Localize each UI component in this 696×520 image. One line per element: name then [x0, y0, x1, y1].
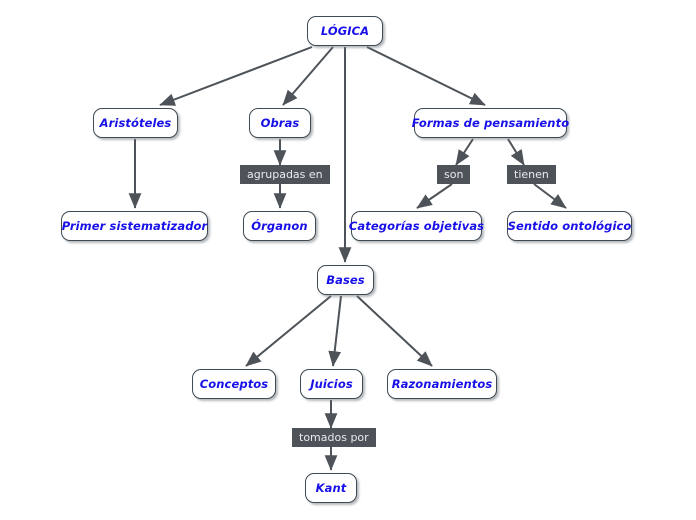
edge-bases-conceptos [245, 295, 332, 367]
node-organon[interactable]: Órganon [243, 211, 316, 241]
edge-bases-razonamientos [356, 295, 433, 367]
node-formas-de-pensamiento[interactable]: Formas de pensamiento [412, 108, 569, 138]
edge-bases-juicios [328, 295, 342, 367]
node-primer-sistematizador[interactable]: Primer sistematizador [61, 211, 208, 241]
edge-logica-obras [282, 46, 334, 106]
node-categorias-objetivas[interactable]: Categorías objetivas [349, 211, 484, 241]
node-obras[interactable]: Obras [249, 108, 311, 138]
node-sentido-ontologico[interactable]: Sentido ontológico [507, 211, 632, 241]
edge-logica-formas [366, 46, 486, 106]
node-aristoteles[interactable]: Aristóteles [93, 108, 178, 138]
edge-formas-label-tienen [507, 138, 525, 166]
edge-label-tienen-sentido [533, 183, 567, 209]
edge-label-agrupadas-en[interactable]: agrupadas en [240, 165, 330, 184]
edge-label-son[interactable]: son [437, 165, 471, 184]
node-razonamientos[interactable]: Razonamientos [387, 369, 497, 399]
node-conceptos[interactable]: Conceptos [192, 369, 276, 399]
edge-logica-aristoteles [159, 46, 313, 106]
edge-label-tomados-por[interactable]: tomados por [292, 428, 376, 447]
node-kant[interactable]: Kant [305, 473, 357, 503]
edge-label-tienen[interactable]: tienen [507, 165, 556, 184]
node-bases[interactable]: Bases [317, 265, 374, 295]
node-juicios[interactable]: Juicios [300, 369, 363, 399]
edge-label-son-categorias [416, 183, 453, 209]
edge-formas-label-son [455, 138, 474, 166]
node-logica[interactable]: LÓGICA [307, 16, 383, 46]
